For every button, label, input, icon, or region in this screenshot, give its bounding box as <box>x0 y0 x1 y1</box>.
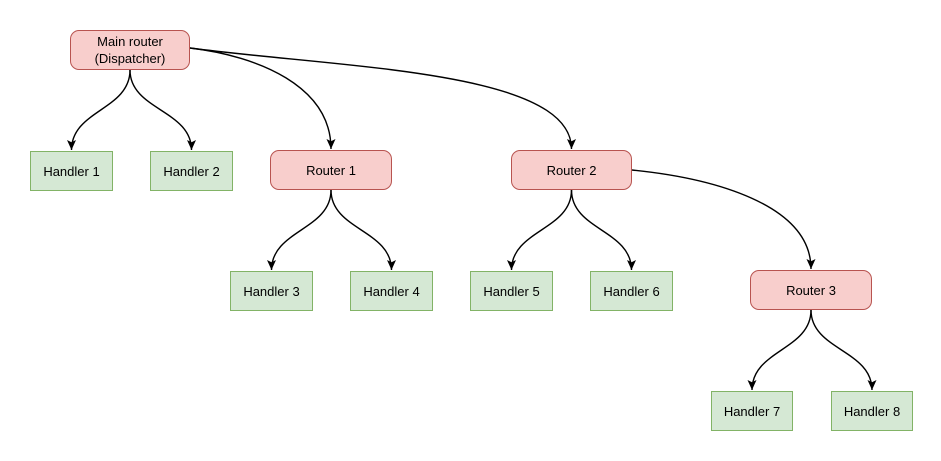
node-handler-2: Handler 2 <box>150 151 233 191</box>
edge-router-2-to-router-3 <box>631 169 816 270</box>
node-router-1: Router 1 <box>270 150 392 190</box>
node-handler-1-label: Handler 1 <box>43 163 100 179</box>
node-handler-3: Handler 3 <box>230 271 313 311</box>
node-router-1-label: Router 1 <box>306 162 356 178</box>
node-router-3-label: Router 3 <box>786 282 836 298</box>
node-handler-7: Handler 7 <box>711 391 793 431</box>
node-router-2: Router 2 <box>511 150 632 190</box>
edge-router-1-to-handler-4 <box>330 189 396 271</box>
edge-router-3-to-handler-8 <box>810 309 877 391</box>
node-handler-6-label: Handler 6 <box>603 283 660 299</box>
edge-main-to-router-1 <box>189 47 336 150</box>
node-handler-4: Handler 4 <box>350 271 433 311</box>
node-handler-8-label: Handler 8 <box>843 403 901 419</box>
edge-main-to-handler-1 <box>67 69 131 151</box>
node-main-router-label-line1: Main router <box>97 34 163 49</box>
node-handler-5-label: Handler 5 <box>483 283 540 299</box>
node-handler-8: Handler 8 <box>831 391 913 431</box>
node-handler-2-label: Handler 2 <box>163 163 220 179</box>
node-handler-4-label: Handler 4 <box>363 283 420 299</box>
node-handler-1: Handler 1 <box>30 151 113 191</box>
node-router-3: Router 3 <box>750 270 872 310</box>
edge-main-to-handler-2 <box>129 69 196 151</box>
node-main-router-label-line2: (Dispatcher) <box>94 51 166 66</box>
edge-router-1-to-handler-3 <box>267 189 332 271</box>
node-handler-3-label: Handler 3 <box>243 283 300 299</box>
edge-router-2-to-handler-5 <box>507 189 573 271</box>
node-handler-6: Handler 6 <box>590 271 673 311</box>
node-router-2-label: Router 2 <box>546 162 597 178</box>
edge-router-2-to-handler-6 <box>570 189 636 271</box>
edge-router-3-to-handler-7 <box>747 309 812 391</box>
node-main-router: Main router (Dispatcher) <box>70 30 190 70</box>
node-handler-5: Handler 5 <box>470 271 553 311</box>
edge-main-to-router-2 <box>189 47 576 150</box>
node-handler-7-label: Handler 7 <box>723 403 781 419</box>
